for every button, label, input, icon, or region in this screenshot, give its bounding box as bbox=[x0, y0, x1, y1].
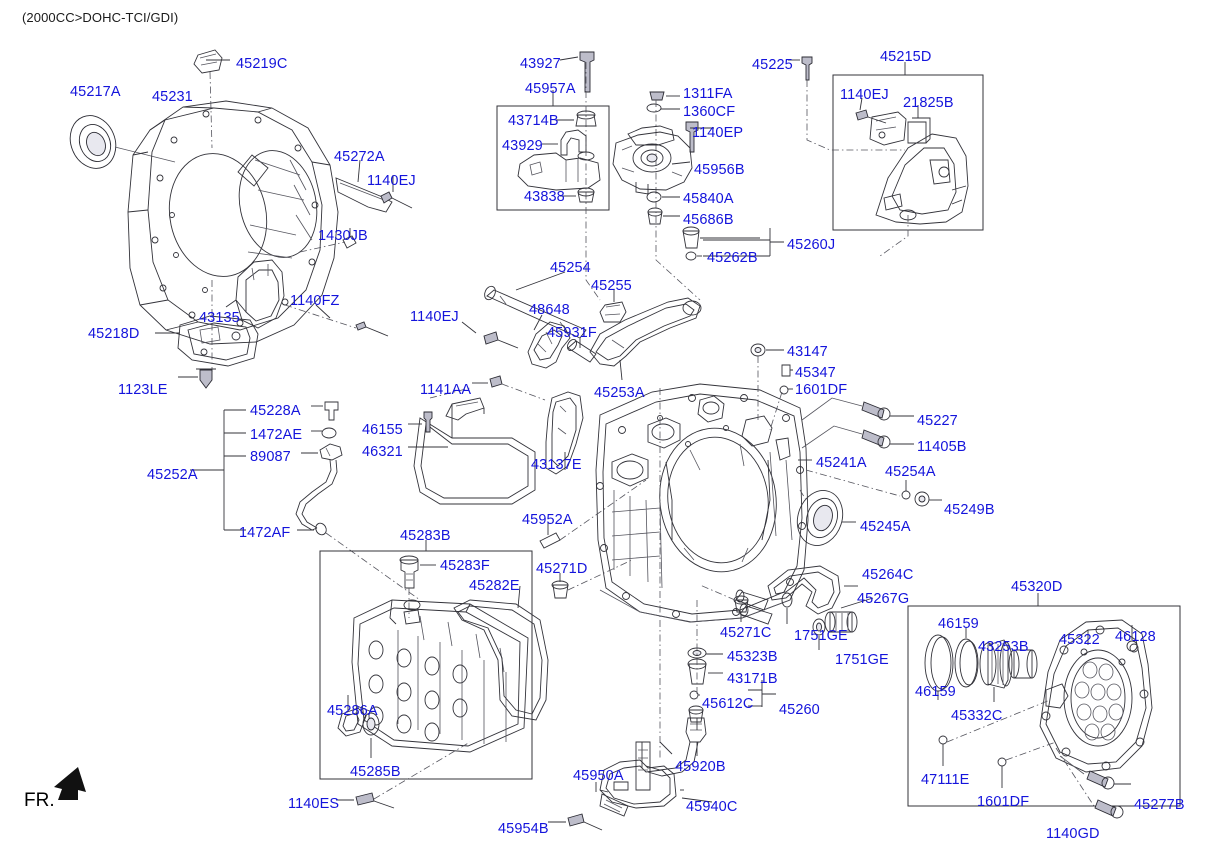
part-label-45920b: 45920B bbox=[675, 759, 726, 775]
page-title: (2000CC>DOHC-TCI/GDI) bbox=[22, 10, 179, 25]
part-label-45322: 45322 bbox=[1059, 632, 1100, 648]
part-label-45840a: 45840A bbox=[683, 191, 734, 207]
part-label-45283f: 45283F bbox=[440, 558, 490, 574]
part-label-45277b: 45277B bbox=[1134, 797, 1185, 813]
part-label-1140gd: 1140GD bbox=[1046, 826, 1100, 842]
part-label-1472ae: 1472AE bbox=[250, 427, 303, 443]
part-label-1123le: 1123LE bbox=[118, 382, 168, 398]
part-label-1140ep: 1140EP bbox=[692, 125, 744, 141]
bell-housing-assembly bbox=[69, 49, 413, 389]
part-label-45241a: 45241A bbox=[816, 455, 867, 471]
part-label-1751ge-2: 1751GE bbox=[835, 652, 889, 668]
oil-pan-box bbox=[319, 540, 549, 809]
orientation-label: FR. bbox=[24, 790, 55, 811]
part-label-43838: 43838 bbox=[524, 189, 565, 205]
part-label-45225: 45225 bbox=[752, 57, 793, 73]
part-label-45282e: 45282E bbox=[469, 578, 520, 594]
part-label-43171b: 43171B bbox=[727, 671, 778, 687]
part-label-45219c: 45219C bbox=[236, 56, 288, 72]
shift-control-levers bbox=[461, 271, 702, 475]
part-label-45255: 45255 bbox=[591, 278, 632, 294]
part-label-45260j: 45260J bbox=[787, 237, 836, 253]
breather-hose-assembly bbox=[190, 401, 421, 601]
part-label-45952a: 45952A bbox=[522, 512, 573, 528]
speed-sensor-assembly bbox=[548, 717, 713, 831]
part-label-11405b: 11405B bbox=[917, 439, 967, 455]
part-label-43927: 43927 bbox=[520, 56, 561, 72]
part-label-45249b: 45249B bbox=[944, 502, 995, 518]
part-label-1141aa: 1141AA bbox=[420, 382, 472, 398]
part-label-45271c: 45271C bbox=[720, 625, 772, 641]
part-label-21825b: 21825B bbox=[903, 95, 954, 111]
part-label-45267g: 45267G bbox=[857, 591, 910, 607]
part-label-43147: 43147 bbox=[787, 344, 828, 360]
part-label-89087: 89087 bbox=[250, 449, 291, 465]
part-label-45227: 45227 bbox=[917, 413, 958, 429]
part-label-1751ge-1: 1751GE bbox=[794, 628, 848, 644]
part-label-45320d: 45320D bbox=[1011, 579, 1063, 595]
inhibitor-switch-assembly bbox=[612, 91, 784, 301]
part-label-1140es: 1140ES bbox=[288, 796, 340, 812]
part-label-43253b: 43253B bbox=[978, 639, 1029, 655]
part-label-45215d: 45215D bbox=[880, 49, 932, 65]
part-label-47111e: 47111E bbox=[921, 772, 970, 788]
part-label-45217a: 45217A bbox=[70, 84, 121, 100]
part-label-45253a: 45253A bbox=[594, 385, 645, 401]
part-label-46321: 46321 bbox=[362, 444, 403, 460]
part-label-45286a: 45286A bbox=[327, 703, 378, 719]
part-label-43137e: 43137E bbox=[531, 457, 582, 473]
transmission-case-assembly bbox=[539, 343, 942, 760]
part-label-45228a: 45228A bbox=[250, 403, 301, 419]
part-label-45686b: 45686B bbox=[683, 212, 734, 228]
part-label-43714b: 43714B bbox=[508, 113, 559, 129]
part-label-46128: 46128 bbox=[1115, 629, 1156, 645]
part-label-45245a: 45245A bbox=[860, 519, 911, 535]
part-label-1140ej-3: 1140EJ bbox=[410, 309, 459, 325]
part-label-45254: 45254 bbox=[550, 260, 591, 276]
part-label-45347: 45347 bbox=[795, 365, 836, 381]
part-label-45283b: 45283B bbox=[400, 528, 451, 544]
part-label-46155: 46155 bbox=[362, 422, 403, 438]
part-label-1360cf: 1360CF bbox=[683, 104, 736, 120]
part-label-1601df-1: 1601DF bbox=[795, 382, 848, 398]
part-label-43135: 43135 bbox=[199, 310, 240, 326]
part-label-45252a: 45252A bbox=[147, 467, 198, 483]
mount-bracket-box bbox=[788, 56, 984, 257]
part-label-45271d: 45271D bbox=[536, 561, 588, 577]
part-label-45957a: 45957A bbox=[525, 81, 576, 97]
part-label-43929: 43929 bbox=[502, 138, 543, 154]
part-label-1472af: 1472AF bbox=[239, 525, 291, 541]
part-label-45218d: 45218D bbox=[88, 326, 140, 342]
direction-arrow-icon bbox=[54, 767, 86, 800]
part-label-45332c: 45332C bbox=[951, 708, 1003, 724]
part-label-1140fz: 1140FZ bbox=[290, 293, 340, 309]
part-label-48648: 48648 bbox=[529, 302, 570, 318]
part-label-45231: 45231 bbox=[152, 89, 193, 105]
part-label-45956b: 45956B bbox=[694, 162, 745, 178]
shift-lever-box bbox=[496, 51, 610, 301]
part-label-45285b: 45285B bbox=[350, 764, 401, 780]
part-label-1601df-2: 1601DF bbox=[977, 794, 1030, 810]
part-label-45272a: 45272A bbox=[334, 149, 385, 165]
rear-cover-box bbox=[907, 593, 1181, 819]
part-label-1140ej-1: 1140EJ bbox=[367, 173, 416, 189]
part-label-45612c: 45612C bbox=[702, 696, 754, 712]
part-label-45264c: 45264C bbox=[862, 567, 914, 583]
part-label-45950a: 45950A bbox=[573, 768, 624, 784]
part-label-1430jb: 1430JB bbox=[318, 228, 368, 244]
part-label-45931f: 45931F bbox=[547, 325, 597, 341]
part-label-1311fa: 1311FA bbox=[683, 86, 733, 102]
oil-filter-assembly bbox=[408, 375, 546, 505]
part-label-1140ej-2: 1140EJ bbox=[840, 87, 889, 103]
part-label-45323b: 45323B bbox=[727, 649, 778, 665]
part-label-45940c: 45940C bbox=[686, 799, 738, 815]
part-label-46159-1: 46159 bbox=[938, 616, 979, 632]
part-label-45260: 45260 bbox=[779, 702, 820, 718]
part-label-45262b: 45262B bbox=[707, 250, 758, 266]
part-label-45954b: 45954B bbox=[498, 821, 549, 837]
part-label-45254a: 45254A bbox=[885, 464, 936, 480]
part-label-46159-2: 46159 bbox=[915, 684, 956, 700]
